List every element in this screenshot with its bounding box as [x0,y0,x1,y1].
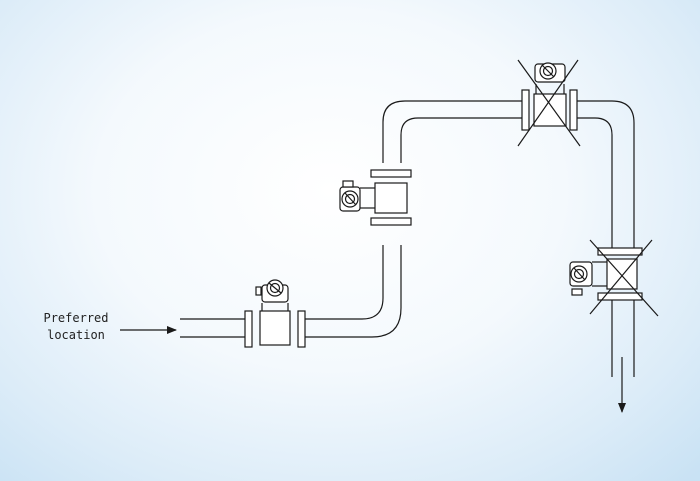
preferred-location-label: Preferred location [36,310,116,344]
flowmeter-top-horizontal [517,59,581,147]
flange-left [244,310,253,348]
flange-right [569,89,578,131]
flowmeter-horizontal-preferred [244,279,306,348]
flange-top [597,247,643,256]
flange-left [521,89,530,131]
flange-right [297,310,306,348]
not-recommended-cross-mark [517,59,581,147]
meter-body [374,182,408,214]
meter-body [259,310,291,346]
label-line-1: Preferred [43,311,109,325]
pipe-inner-wall [180,117,613,377]
flowmeter-vertical-falling [569,239,659,317]
flange-bottom [597,292,643,301]
flowmeter-vertical-rising [339,169,412,226]
flange-bottom [370,217,412,226]
not-recommended-cross-mark [589,239,659,317]
flange-top [370,169,412,178]
pipe-outer-wall [180,100,635,377]
meter-body [533,93,567,127]
label-line-2: location [47,328,105,342]
